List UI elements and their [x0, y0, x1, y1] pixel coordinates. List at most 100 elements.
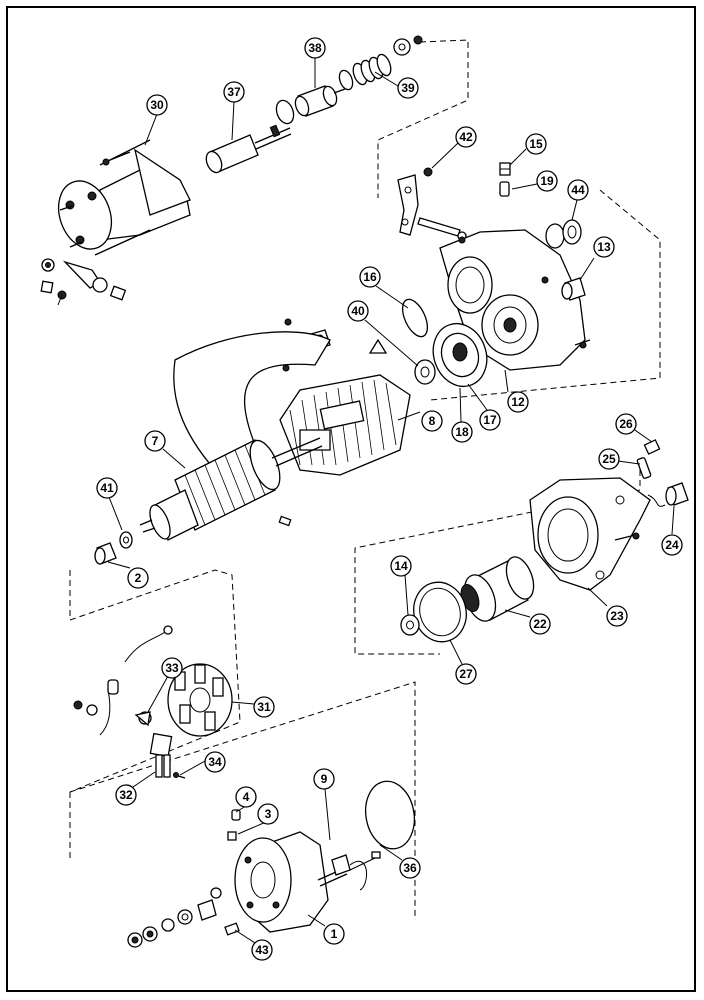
svg-text:15: 15 — [529, 137, 543, 151]
callout-34[interactable]: 34 — [204, 751, 226, 773]
svg-text:44: 44 — [571, 183, 585, 197]
pin-25-26 — [636, 439, 666, 507]
svg-text:16: 16 — [363, 270, 377, 284]
bushing-24 — [665, 482, 689, 506]
diagram-border — [6, 6, 696, 992]
svg-text:17: 17 — [483, 413, 497, 427]
svg-text:7: 7 — [152, 434, 159, 448]
svg-text:22: 22 — [533, 617, 547, 631]
callout-22[interactable]: 22 — [529, 613, 551, 635]
callout-14[interactable]: 14 — [390, 555, 412, 577]
svg-text:30: 30 — [150, 98, 164, 112]
pin-and-screw — [499, 162, 511, 197]
callout-38[interactable]: 38 — [304, 37, 326, 59]
svg-text:3: 3 — [265, 807, 272, 821]
callout-36[interactable]: 36 — [399, 857, 421, 879]
solenoid-assembly — [40, 139, 191, 306]
callout-23[interactable]: 23 — [606, 605, 628, 627]
starter-drive — [460, 556, 535, 622]
plate-and-rings — [414, 322, 488, 388]
callout-27[interactable]: 27 — [455, 663, 477, 685]
callout-16[interactable]: 16 — [359, 266, 381, 288]
drive-housing — [439, 229, 591, 371]
callout-44[interactable]: 44 — [567, 179, 589, 201]
svg-text:32: 32 — [119, 788, 133, 802]
callout-4[interactable]: 4 — [235, 786, 257, 808]
svg-text:9: 9 — [321, 772, 328, 786]
terminal-hardware-stack — [127, 887, 240, 948]
svg-text:25: 25 — [602, 452, 616, 466]
svg-text:43: 43 — [255, 943, 269, 957]
svg-text:26: 26 — [619, 417, 633, 431]
callout-33[interactable]: 33 — [161, 657, 183, 679]
svg-text:24: 24 — [665, 538, 679, 552]
callout-43[interactable]: 43 — [251, 939, 273, 961]
svg-text:37: 37 — [227, 85, 241, 99]
spring-and-washers — [338, 35, 423, 91]
callout-17[interactable]: 17 — [479, 409, 501, 431]
svg-text:38: 38 — [308, 41, 322, 55]
svg-text:12: 12 — [511, 395, 525, 409]
contact-assembly — [275, 85, 346, 125]
callout-13[interactable]: 13 — [593, 236, 615, 258]
svg-text:23: 23 — [610, 609, 624, 623]
seal — [545, 219, 582, 249]
svg-text:14: 14 — [394, 559, 408, 573]
o-ring-16 — [401, 298, 429, 338]
callout-42[interactable]: 42 — [455, 126, 477, 148]
drive-end-housing — [529, 477, 651, 591]
armature — [139, 437, 323, 541]
callout-32[interactable]: 32 — [115, 784, 137, 806]
svg-text:13: 13 — [597, 240, 611, 254]
callout-41[interactable]: 41 — [96, 477, 118, 499]
callout-25[interactable]: 25 — [598, 448, 620, 470]
plunger — [205, 124, 292, 174]
callout-2[interactable]: 2 — [127, 567, 149, 589]
callout-1[interactable]: 1 — [323, 923, 345, 945]
svg-text:4: 4 — [243, 790, 250, 804]
armature-washer-and-bushing — [94, 531, 133, 565]
callout-18[interactable]: 18 — [451, 421, 473, 443]
shift-lever — [397, 167, 467, 241]
svg-text:2: 2 — [135, 571, 142, 585]
svg-text:36: 36 — [403, 861, 417, 875]
callout-30[interactable]: 30 — [146, 94, 168, 116]
callout-19[interactable]: 19 — [536, 170, 558, 192]
callout-labels: 38 39 30 37 42 15 19 44 13 16 40 12 — [96, 37, 683, 961]
svg-text:8: 8 — [429, 414, 436, 428]
leader-lines — [107, 57, 675, 944]
callout-7[interactable]: 7 — [144, 430, 166, 452]
svg-text:33: 33 — [165, 661, 179, 675]
callout-31[interactable]: 31 — [253, 696, 275, 718]
svg-text:42: 42 — [459, 130, 473, 144]
triangle-marker — [368, 338, 388, 354]
callout-8[interactable]: 8 — [421, 410, 443, 432]
field-frame — [279, 374, 411, 476]
svg-text:18: 18 — [455, 425, 469, 439]
callout-40[interactable]: 40 — [347, 300, 369, 322]
callout-12[interactable]: 12 — [507, 391, 529, 413]
svg-text:27: 27 — [459, 667, 473, 681]
bushing-13 — [561, 277, 586, 301]
brush-holder — [73, 625, 233, 779]
callout-15[interactable]: 15 — [525, 133, 547, 155]
callout-37[interactable]: 37 — [223, 81, 245, 103]
svg-text:34: 34 — [208, 755, 222, 769]
commutator-end-frame — [227, 809, 329, 933]
callout-39[interactable]: 39 — [397, 77, 419, 99]
callout-9[interactable]: 9 — [313, 768, 335, 790]
svg-text:41: 41 — [100, 481, 114, 495]
svg-text:1: 1 — [331, 927, 338, 941]
insulator-sheet — [173, 331, 331, 471]
callout-3[interactable]: 3 — [257, 803, 279, 825]
dashed-grouping-lines — [69, 39, 661, 920]
terminal-stud — [317, 851, 381, 891]
callout-26[interactable]: 26 — [615, 413, 637, 435]
svg-text:40: 40 — [351, 304, 365, 318]
svg-text:31: 31 — [257, 700, 271, 714]
callout-24[interactable]: 24 — [661, 534, 683, 556]
svg-text:19: 19 — [540, 174, 554, 188]
drive-ring-and-washer — [400, 581, 467, 643]
